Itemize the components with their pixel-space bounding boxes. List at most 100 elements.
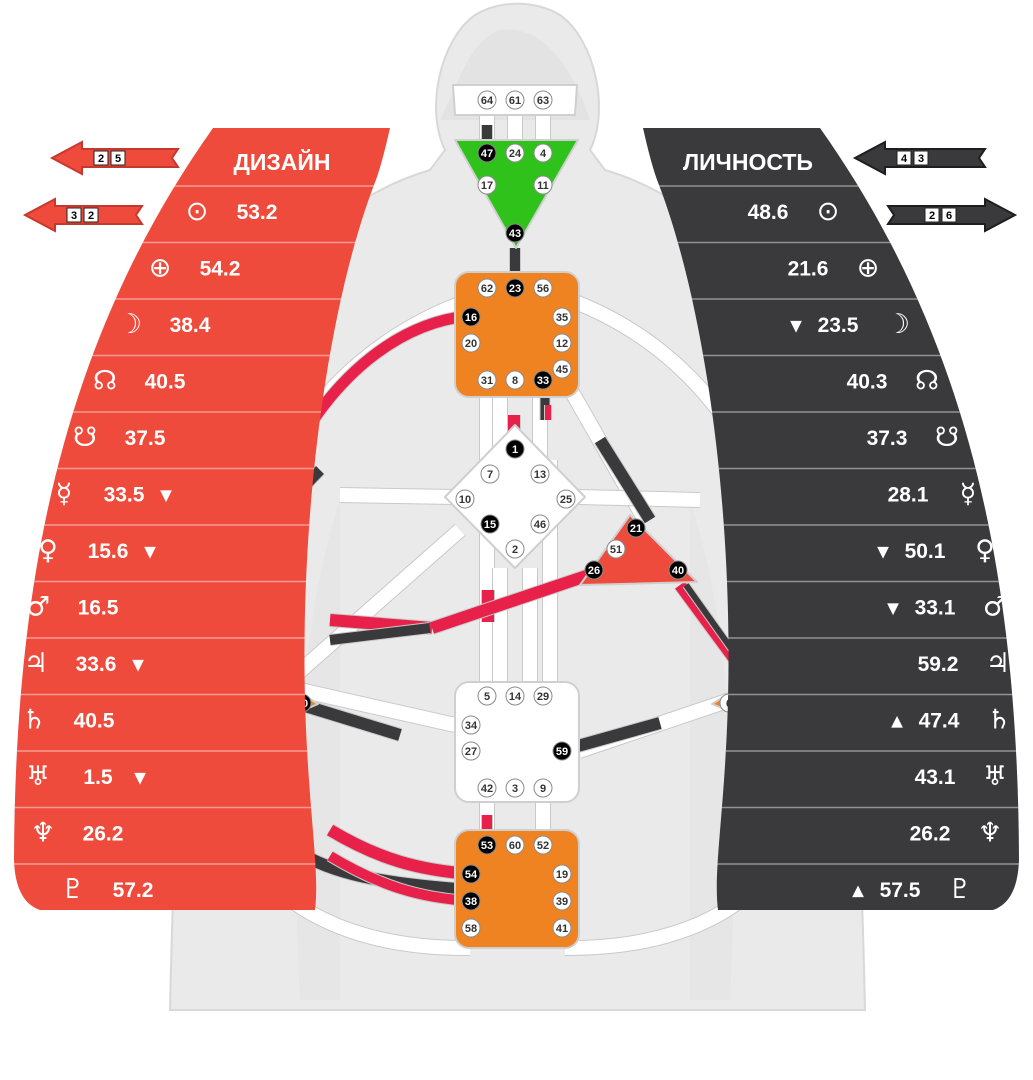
g-center-center <box>444 424 586 569</box>
gate-17-circle <box>477 175 497 195</box>
gate-3-label: 3 <box>512 783 518 795</box>
gate-47-label: 47 <box>481 148 493 160</box>
saturn-icon: ♄ <box>22 705 46 736</box>
design-arrow-box-b <box>110 150 126 166</box>
gate-35-label: 35 <box>556 312 568 324</box>
uranus-icon: ♅ <box>26 761 50 792</box>
saturn-icon: ♄ <box>987 705 1011 736</box>
gate-59-circle <box>552 741 572 761</box>
personality-panel: ЛИЧНОСТЬ⊙48.6⊕21.6☽23.5▾☊40.3☋37.3☿28.1♀… <box>643 128 1019 910</box>
gate-7-circle <box>480 464 500 484</box>
gate-54-circle <box>461 864 481 884</box>
gate-23-label: 23 <box>509 283 521 295</box>
gate-61-label: 61 <box>509 95 521 107</box>
channel-50-27 <box>300 699 402 741</box>
gate-41-label: 41 <box>556 923 568 935</box>
design-value: 37.5 <box>125 427 166 450</box>
personality-arrow-value-b: 3 <box>918 153 924 165</box>
gate-1-label: 1 <box>512 444 518 456</box>
sun-icon: ⊙ <box>817 196 840 227</box>
gate-41-circle <box>552 918 572 938</box>
gate-31-label: 31 <box>481 375 493 387</box>
gate-10-circle <box>455 489 475 509</box>
jupiter-icon: ♃ <box>24 648 48 679</box>
gate-38-label: 38 <box>465 896 477 908</box>
gate-62-label: 62 <box>481 283 493 295</box>
gate-14-label: 14 <box>509 691 522 703</box>
north-node-icon: ☊ <box>93 366 117 397</box>
mars-icon: ♂ <box>26 592 50 623</box>
gate-10-label: 10 <box>459 494 471 506</box>
gate-1-circle <box>505 439 525 459</box>
throat-center <box>454 271 580 398</box>
gate-58-circle <box>461 918 481 938</box>
gate-26-circle <box>584 560 604 580</box>
channel-spleen-sacral-w <box>298 683 457 732</box>
channel-26-44b <box>430 567 597 634</box>
gate-16-label: 16 <box>465 312 477 324</box>
gate-12-circle <box>552 333 572 353</box>
personality-marker: ▾ <box>790 314 803 337</box>
root-center <box>454 829 580 949</box>
gate-24-label: 24 <box>509 148 522 160</box>
gate-56-label: 56 <box>537 283 549 295</box>
design-value: 54.2 <box>200 258 241 281</box>
gate-51-circle <box>606 539 626 559</box>
personality-value: 48.6 <box>748 201 789 224</box>
gate-43-label: 43 <box>509 228 521 240</box>
personality-value: 50.1 <box>905 540 946 563</box>
pluto-icon: ♇ <box>61 874 85 905</box>
gate-33-label: 33 <box>537 375 549 387</box>
gate-11-label: 11 <box>537 180 549 192</box>
gate-64-circle <box>477 90 497 110</box>
uranus-icon: ♅ <box>983 761 1007 792</box>
gate-14-circle <box>505 686 525 706</box>
design-marker: ▾ <box>144 540 157 563</box>
gate-47-circle <box>477 143 497 163</box>
heart-center <box>579 514 698 586</box>
personality-title: ЛИЧНОСТЬ <box>683 149 813 175</box>
jupiter-icon: ♃ <box>986 648 1010 679</box>
gate-26-label: 26 <box>588 565 600 577</box>
gate-24-circle <box>505 143 525 163</box>
gate-45-label: 45 <box>556 364 568 376</box>
gate-20-label: 20 <box>465 338 477 350</box>
personality-arrow-value-a: 4 <box>901 153 908 165</box>
design-value: 53.2 <box>237 201 278 224</box>
personality-marker: ▴ <box>852 879 865 902</box>
gate-8-label: 8 <box>512 375 518 387</box>
design-value: 26.2 <box>83 823 124 846</box>
gate-60-label: 60 <box>509 840 521 852</box>
gate-59-label: 59 <box>556 746 568 758</box>
personality-arrow-value-a: 2 <box>929 210 935 222</box>
personality-value: 43.1 <box>915 766 956 789</box>
gate-39-label: 39 <box>556 896 568 908</box>
gate-60-circle <box>505 835 525 855</box>
sun-icon: ⊙ <box>186 196 209 227</box>
south-node-icon: ☋ <box>73 422 97 453</box>
gate-2-label: 2 <box>512 544 518 556</box>
gate-54-label: 54 <box>465 869 478 881</box>
design-value: 33.5 <box>104 484 145 507</box>
mercury-icon: ☿ <box>56 479 73 510</box>
gate-5-label: 5 <box>484 691 490 703</box>
gate-2-circle <box>505 539 525 559</box>
gate-46-label: 46 <box>534 519 546 531</box>
design-arrow-box-a <box>93 150 109 166</box>
gate-38-circle <box>461 891 481 911</box>
moon-icon: ☽ <box>118 309 142 340</box>
design-arrow-box-b <box>83 207 99 223</box>
south-node-icon: ☋ <box>935 422 959 453</box>
gate-13-label: 13 <box>534 469 546 481</box>
gate-52-label: 52 <box>537 840 549 852</box>
gate-52-circle <box>533 835 553 855</box>
design-marker: ▾ <box>132 653 145 676</box>
north-node-icon: ☊ <box>915 366 939 397</box>
gate-17-label: 17 <box>481 180 493 192</box>
design-title: ДИЗАЙН <box>233 148 330 175</box>
gate-33-circle <box>533 370 553 390</box>
gate-53-label: 53 <box>481 840 493 852</box>
personality-marker: ▾ <box>877 540 890 563</box>
